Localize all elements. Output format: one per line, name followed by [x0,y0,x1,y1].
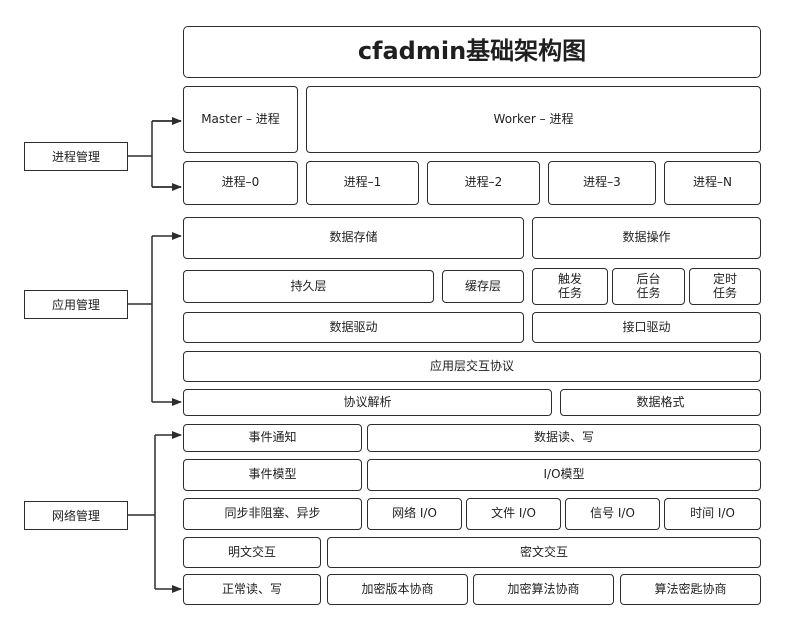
timed-task: 定时 任务 [689,268,761,305]
normal-read-write: 正常读、写 [183,574,321,605]
algorithm-key-negotiation: 算法密匙协商 [620,574,761,605]
data-driver: 数据驱动 [183,312,524,343]
process-2: 进程–2 [427,161,540,205]
signal-io: 信号 I/O [565,498,660,530]
event-notification: 事件通知 [183,424,362,452]
trigger-task: 触发 任务 [532,268,608,305]
app-protocol: 应用层交互协议 [183,351,761,382]
timed-task-line2: 任务 [712,285,737,300]
process-n: 进程–N [664,161,761,205]
file-io: 文件 I/O [466,498,561,530]
trigger-task-line2: 任务 [557,285,582,300]
background-task-line2: 任务 [636,285,661,300]
io-model: I/O模型 [367,459,761,491]
cache-layer: 缓存层 [442,270,524,303]
encryption-version-negotiation: 加密版本协商 [327,574,468,605]
net-connector [128,435,156,589]
protocol-parsing: 协议解析 [183,389,552,416]
persistence-layer: 持久层 [183,270,434,303]
time-io: 时间 I/O [664,498,761,530]
diagram-title: cfadmin基础架构图 [183,26,761,78]
trigger-task-line1: 触发 [557,271,582,286]
encryption-algorithm-negotiation: 加密算法协商 [473,574,614,605]
process-0: 进程–0 [183,161,298,205]
background-task: 后台 任务 [612,268,685,305]
timed-task-line1: 定时 [712,271,737,286]
ciphertext-interaction: 密文交互 [327,537,761,568]
data-storage: 数据存储 [183,217,524,259]
interface-driver: 接口驱动 [532,312,761,343]
network-management-label: 网络管理 [24,501,128,530]
app-connector [128,236,153,402]
data-format: 数据格式 [560,389,761,416]
worker-process: Worker – 进程 [306,86,761,153]
process-1: 进程–1 [306,161,419,205]
plaintext-interaction: 明文交互 [183,537,321,568]
app-management-label: 应用管理 [24,290,128,319]
process-connector [128,120,181,188]
process-management-label: 进程管理 [24,142,128,171]
network-io: 网络 I/O [367,498,462,530]
data-read-write: 数据读、写 [367,424,761,452]
data-operations: 数据操作 [532,217,761,259]
background-task-line1: 后台 [636,271,661,286]
master-process: Master – 进程 [183,86,298,153]
process-3: 进程–3 [548,161,656,205]
event-model: 事件模型 [183,459,362,491]
sync-nonblocking-async: 同步非阻塞、异步 [183,498,362,530]
